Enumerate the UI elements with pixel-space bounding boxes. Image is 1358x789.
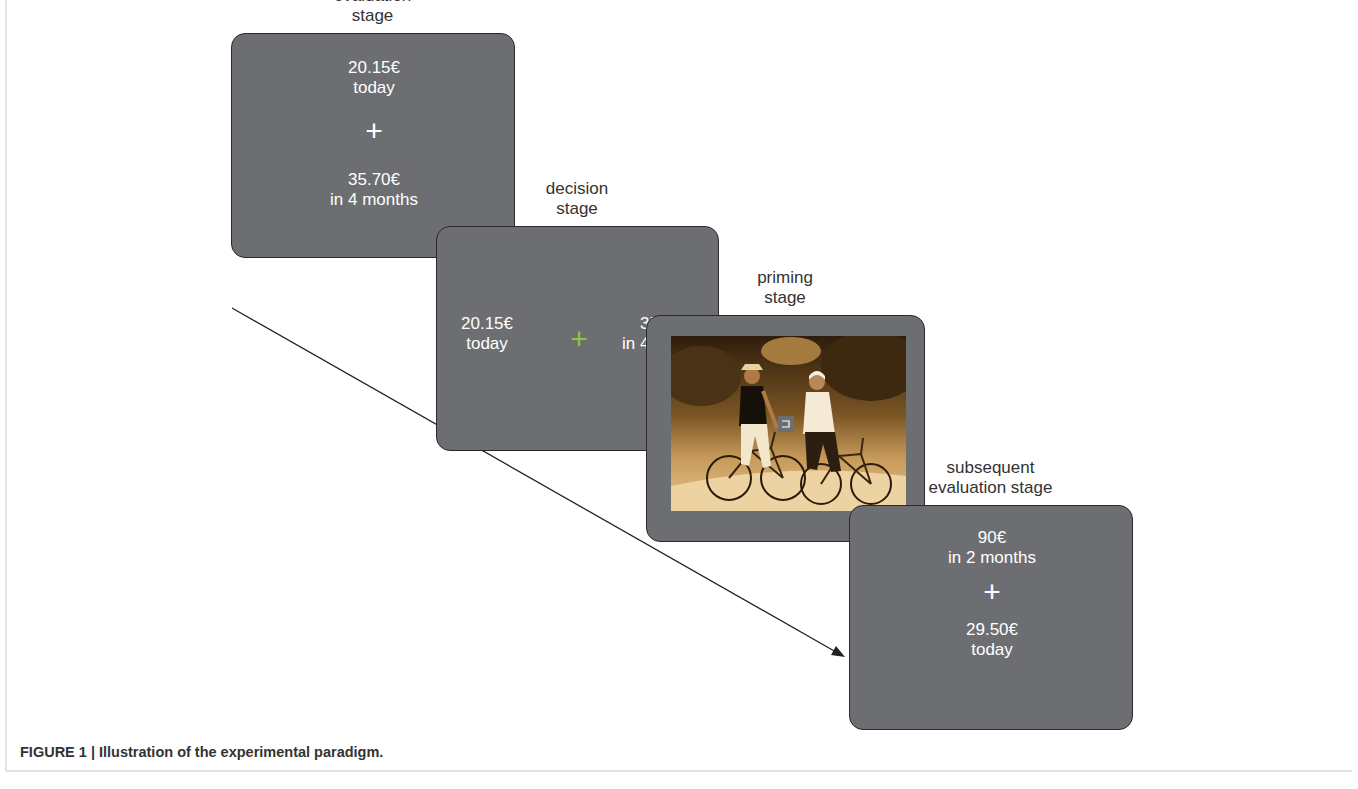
frame-line	[6, 0, 7, 771]
line-gap	[1008, 528, 1038, 530]
fixation-cross: +	[570, 324, 588, 354]
line-gap	[402, 170, 421, 172]
stage-panel: evaluation stage20.15€ today+35.70€ in 4…	[231, 33, 515, 258]
line-gap	[1036, 458, 1055, 460]
fixation-square	[778, 416, 794, 432]
reward-option: 29.50€ today	[964, 620, 1020, 660]
reward-option: 35.70€ in 4 months	[328, 170, 420, 210]
line-gap	[620, 314, 639, 316]
tree-foliage	[821, 336, 906, 401]
line-gap	[927, 458, 946, 460]
line-gap	[964, 620, 965, 622]
stage-heading: decision stage	[544, 179, 611, 219]
woman-hair	[809, 371, 825, 380]
figure-caption: FIGURE 1 | Illustration of the experimen…	[20, 744, 383, 760]
time-arrowhead	[831, 646, 845, 657]
man-hat	[741, 364, 763, 370]
line-gap	[515, 314, 516, 316]
reward-option: 20.15€ today	[346, 58, 402, 98]
line-gap	[346, 58, 347, 60]
woman-trousers	[805, 432, 841, 472]
man-head	[744, 368, 760, 384]
fixation-cross: +	[365, 116, 383, 146]
line-gap	[755, 268, 756, 270]
stage-panel: subsequent evaluation stage90€ in 2 mont…	[849, 505, 1133, 730]
line-gap	[544, 179, 545, 181]
man-trousers	[741, 424, 771, 468]
line-gap	[1020, 620, 1021, 622]
reward-option: 90€ in 2 months	[946, 528, 1038, 568]
sky-light	[761, 337, 821, 365]
man-arm	[763, 391, 777, 428]
cyclists-photo	[671, 336, 906, 511]
stage-heading: subsequent evaluation stage	[927, 458, 1055, 498]
line-gap	[459, 314, 460, 316]
frame-line	[6, 771, 1352, 772]
line-gap	[402, 58, 403, 60]
woman-top	[803, 392, 835, 434]
reward-option: 20.15€ today	[459, 314, 515, 354]
stage-heading: priming stage	[755, 268, 815, 308]
line-gap	[946, 528, 976, 530]
stage-heading: evaluation stage	[332, 0, 414, 26]
line-gap	[814, 268, 815, 270]
line-gap	[610, 179, 611, 181]
tree-foliage	[671, 346, 741, 406]
fixation-cross: +	[983, 577, 1001, 607]
line-gap	[328, 170, 347, 172]
fixation-mark	[782, 421, 789, 427]
